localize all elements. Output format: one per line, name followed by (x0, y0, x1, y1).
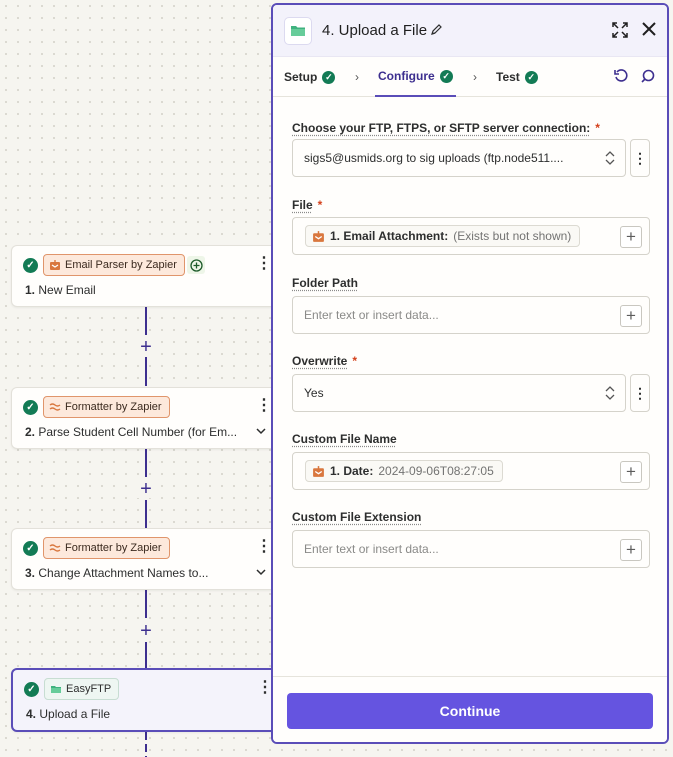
add-step-plus[interactable]: + (137, 337, 155, 357)
connector-line (145, 357, 147, 386)
step-menu-icon[interactable]: ⋮ (256, 538, 272, 555)
overwrite-label: Overwrite* (292, 354, 358, 368)
pill-value: (Exists but not shown) (453, 229, 572, 243)
check-icon: ✓ (24, 682, 39, 697)
app-chip-label: Email Parser by Zapier (65, 259, 177, 271)
folder-path-input[interactable]: Enter text or insert data... + (292, 296, 650, 334)
connection-value: sigs5@usmids.org to sig uploads (ftp.nod… (304, 151, 564, 165)
step-title: 4. Upload a File (26, 707, 111, 721)
data-pill[interactable]: 1. Email Attachment: (Exists but not sho… (305, 225, 581, 247)
pill-label: 1. Date: (330, 464, 374, 478)
custom-file-name-label: Custom File Name (292, 432, 397, 446)
check-icon: ✓ (23, 400, 38, 415)
email-parser-icon (50, 260, 60, 270)
tab-configure[interactable]: Configure ✓ (375, 57, 456, 97)
formatter-icon (49, 403, 61, 411)
app-chip-label: EasyFTP (66, 683, 112, 695)
step-tabs: Setup ✓ › Configure ✓ › Test ✓ (273, 57, 667, 97)
connector-line (145, 642, 147, 668)
connector-line (145, 449, 147, 477)
add-step-plus[interactable]: + (137, 621, 155, 641)
app-chip: Formatter by Zapier (43, 396, 170, 418)
overwrite-value: Yes (304, 386, 324, 400)
tab-label: Setup (284, 70, 318, 84)
workflow-step-1[interactable]: ✓ Email Parser by Zapier ⋮ 1. New Email (11, 245, 283, 307)
chevron-right-icon: › (355, 70, 359, 84)
select-arrows-icon (605, 151, 615, 165)
pencil-icon[interactable] (430, 24, 442, 36)
insert-data-button[interactable]: + (620, 539, 642, 561)
easyftp-app-icon (284, 17, 312, 45)
connector-line (145, 307, 147, 335)
data-pill[interactable]: 1. Date: 2024-09-06T08:27:05 (305, 460, 503, 482)
select-arrows-icon (605, 386, 615, 400)
tab-test[interactable]: Test ✓ (496, 57, 538, 97)
email-parser-icon (313, 465, 324, 477)
connection-menu-button[interactable]: ⋮ (630, 139, 650, 177)
pill-label: 1. Email Attachment: (330, 229, 449, 243)
custom-file-extension-placeholder: Enter text or insert data... (304, 542, 439, 556)
check-icon: ✓ (23, 258, 38, 273)
check-icon: ✓ (439, 69, 453, 83)
workflow-step-2[interactable]: ✓ Formatter by Zapier ⋮ 2. Parse Student… (11, 387, 283, 449)
chevron-down-icon[interactable] (256, 567, 266, 579)
file-field[interactable]: 1. Email Attachment: (Exists but not sho… (292, 217, 650, 255)
continue-button[interactable]: Continue (287, 693, 653, 729)
connector-line (145, 732, 147, 757)
app-chip: Formatter by Zapier (43, 537, 170, 559)
check-icon: ✓ (322, 70, 336, 84)
add-path-icon[interactable] (187, 256, 205, 274)
expand-icon[interactable] (612, 22, 628, 38)
step-menu-icon[interactable]: ⋮ (257, 679, 273, 696)
step-title: 3. Change Attachment Names to... (25, 566, 209, 580)
step-menu-icon[interactable]: ⋮ (256, 255, 272, 272)
check-icon: ✓ (23, 541, 38, 556)
app-chip-label: Formatter by Zapier (65, 401, 162, 413)
pill-value: 2024-09-06T08:27:05 (378, 464, 494, 478)
step-config-panel: 4. Upload a File Setup ✓ › Configure ✓ ›… (271, 3, 669, 744)
workflow-step-4[interactable]: ✓ EasyFTP ⋮ 4. Upload a File (11, 668, 283, 732)
step-title: 2. Parse Student Cell Number (for Em... (25, 425, 238, 439)
connection-label: Choose your FTP, FTPS, or SFTP server co… (292, 121, 600, 135)
folder-path-placeholder: Enter text or insert data... (304, 308, 439, 322)
close-icon[interactable] (642, 22, 656, 36)
chevron-down-icon[interactable] (256, 426, 266, 438)
tab-setup[interactable]: Setup ✓ (284, 57, 336, 97)
app-chip: EasyFTP (44, 678, 120, 700)
app-chip: Email Parser by Zapier (43, 254, 185, 276)
undo-icon[interactable] (614, 69, 628, 83)
connection-select[interactable]: sigs5@usmids.org to sig uploads (ftp.nod… (292, 139, 626, 177)
overwrite-select[interactable]: Yes (292, 374, 626, 412)
check-icon: ✓ (524, 70, 538, 84)
tab-label: Test (496, 70, 520, 84)
panel-header: 4. Upload a File (273, 5, 667, 57)
chevron-right-icon: › (473, 70, 477, 84)
custom-file-extension-label: Custom File Extension (292, 510, 422, 524)
insert-data-button[interactable]: + (620, 461, 642, 483)
app-chip-label: Formatter by Zapier (65, 542, 162, 554)
folder-path-label: Folder Path (292, 276, 359, 290)
insert-data-button[interactable]: + (620, 305, 642, 327)
comment-icon[interactable] (641, 69, 655, 83)
panel-footer: Continue (273, 676, 667, 742)
connector-line (145, 590, 147, 618)
add-step-plus[interactable]: + (137, 479, 155, 499)
custom-file-extension-input[interactable]: Enter text or insert data... + (292, 530, 650, 568)
panel-title[interactable]: 4. Upload a File (322, 22, 428, 39)
custom-file-name-field[interactable]: 1. Date: 2024-09-06T08:27:05 + (292, 452, 650, 490)
tab-label: Configure (378, 69, 435, 83)
step-menu-icon[interactable]: ⋮ (256, 397, 272, 414)
folder-icon (51, 686, 61, 693)
workflow-step-3[interactable]: ✓ Formatter by Zapier ⋮ 3. Change Attach… (11, 528, 283, 590)
step-title: 1. New Email (25, 283, 96, 297)
connector-line (145, 500, 147, 528)
formatter-icon (49, 544, 61, 552)
email-parser-icon (313, 230, 324, 242)
overwrite-menu-button[interactable]: ⋮ (630, 374, 650, 412)
insert-data-button[interactable]: + (620, 226, 642, 248)
file-label: File* (292, 198, 323, 212)
